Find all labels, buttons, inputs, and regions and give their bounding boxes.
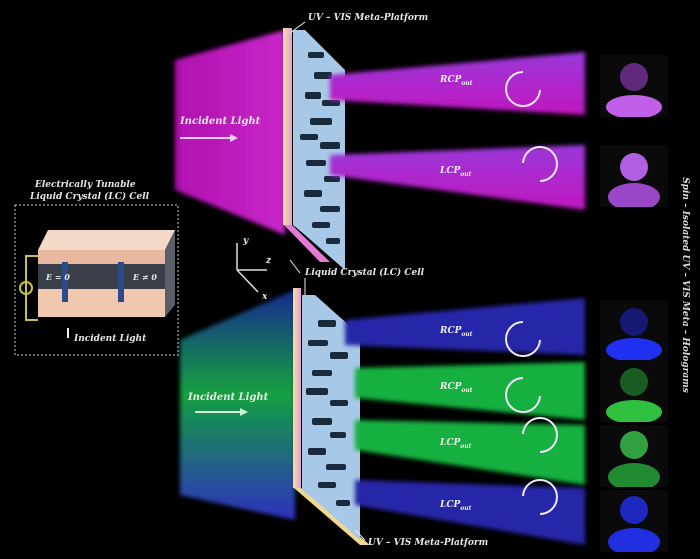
hologram-portrait [600,55,668,117]
polarization-icons [505,71,558,515]
hologram-portrait [600,425,668,487]
axes-icon [236,243,267,293]
top-incident-label: Incident Light [180,116,261,127]
lcp-beam-green [355,420,585,485]
beam-label: RCPout [440,382,473,394]
beam-label: LCPout [440,500,472,512]
axis-y-label: y [243,236,249,246]
hologram-portrait [600,145,668,207]
lcp-beam-top [330,145,585,210]
rcp-beam-top [330,52,585,115]
inset-e-zero: E = 0 [46,272,70,282]
beam-label: RCPout [440,326,473,338]
beam-label: RCPout [440,75,473,87]
hologram-portrait [600,300,668,362]
inset-title-2: Liquid Crystal (LC) Cell [30,192,150,202]
hologram-portrait [600,360,668,422]
inset-incident-label: Incident Light [74,334,147,344]
bottom-incident-label: Incident Light [188,392,269,403]
rcp-beam-green [355,362,585,420]
axis-x-label: x [262,292,268,302]
hologram-portrait [600,490,668,552]
inset-title-1: Electrically Tunable [35,180,136,190]
beam-label: LCPout [440,166,472,178]
top-incident-beam [175,30,285,235]
lcp-beam-blue [355,480,585,545]
beam-label: LCPout [440,438,472,450]
top-platform-label: UV – VIS Meta-Platform [308,13,429,23]
inset-border [14,204,179,356]
rcp-beam-blue [345,298,585,355]
axis-z-label: z [266,256,272,266]
lc-cell-label: Liquid Crystal (LC) Cell [305,268,425,278]
bottom-incident-beam [180,290,295,520]
bottom-platform-label: UV – VIS Meta-Platform [368,538,489,548]
inset-e-nonzero: E ≠ 0 [133,272,157,282]
vertical-title: Spin – Isolated UV – VIS Meta – Hologram… [680,177,690,393]
